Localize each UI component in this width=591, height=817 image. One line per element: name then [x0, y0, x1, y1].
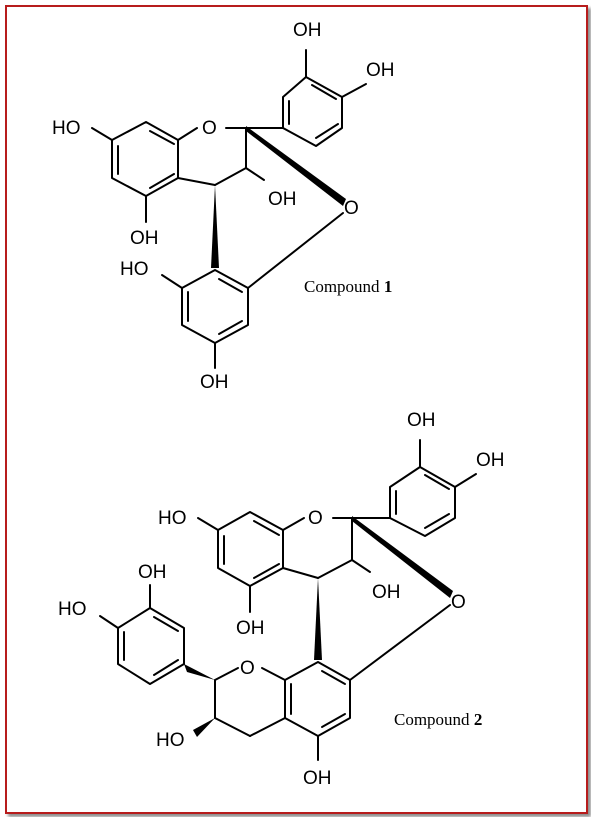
compound-1-structure: OH OH HO O OH O OH HO OH Compound 1: [52, 20, 395, 393]
compound1-oh-c3: OH: [268, 189, 297, 210]
compound1-ring-a: [91, 121, 216, 223]
compound2-oh-b-right: OH: [476, 450, 505, 471]
compound2-oh-e-top: OH: [138, 562, 167, 583]
compound2-oh-d-bottom: OH: [303, 768, 332, 789]
compound2-ring-c-lower: [214, 667, 286, 737]
compound1-oh-b-right: OH: [366, 60, 395, 81]
compound1-ether-o: O: [344, 198, 359, 219]
compound1-ring-b: [282, 49, 367, 147]
compound2-ring-o-lower: O: [240, 658, 255, 679]
compound2-oh-b-top: OH: [407, 410, 436, 431]
compound2-wedge-bond-lower-c3: [193, 718, 215, 737]
compound1-wedge-bond: [246, 126, 346, 206]
compound1-oh-b-top: OH: [293, 20, 322, 41]
compound2-ether-o: O: [451, 592, 466, 613]
compound1-wedge-bond-c4: [211, 185, 219, 268]
compound2-ring-d: [261, 604, 451, 761]
compound1-ring-c: [177, 127, 284, 186]
compound-2-structure: OH OH HO O OH O OH OH HO O HO OH Compoun…: [58, 410, 505, 789]
compound2-oh-c3: OH: [372, 582, 401, 603]
compound1-oh-a-bottom: OH: [130, 228, 159, 249]
compound2-ring-o: O: [308, 508, 323, 529]
compound2-caption: Compound 2: [394, 710, 482, 729]
compound1-ring-d: [161, 212, 344, 369]
compound2-ring-a: [197, 511, 319, 613]
compound1-ring-o: O: [202, 118, 217, 139]
figure-frame: [5, 5, 588, 814]
compound2-ho-lower-c3: HO: [156, 730, 185, 751]
compound2-wedge-bond: [352, 516, 453, 598]
compound2-wedge-bond-c4: [314, 578, 322, 660]
compound2-ho-e-left: HO: [58, 599, 87, 620]
compound2-ring-b: [389, 439, 477, 537]
compound1-caption: Compound 1: [304, 277, 392, 296]
compound2-ho-a-left: HO: [158, 508, 187, 529]
compound1-ho-d-left: HO: [120, 259, 149, 280]
compound2-ring-e: [99, 584, 185, 685]
compound1-oh-d-bottom: OH: [200, 372, 229, 393]
compound2-ring-c: [282, 517, 391, 579]
compound1-ho-a-left: HO: [52, 118, 81, 139]
compound2-wedge-bond-lower-c2: [184, 664, 215, 680]
compound2-oh-a-bottom: OH: [236, 618, 265, 639]
